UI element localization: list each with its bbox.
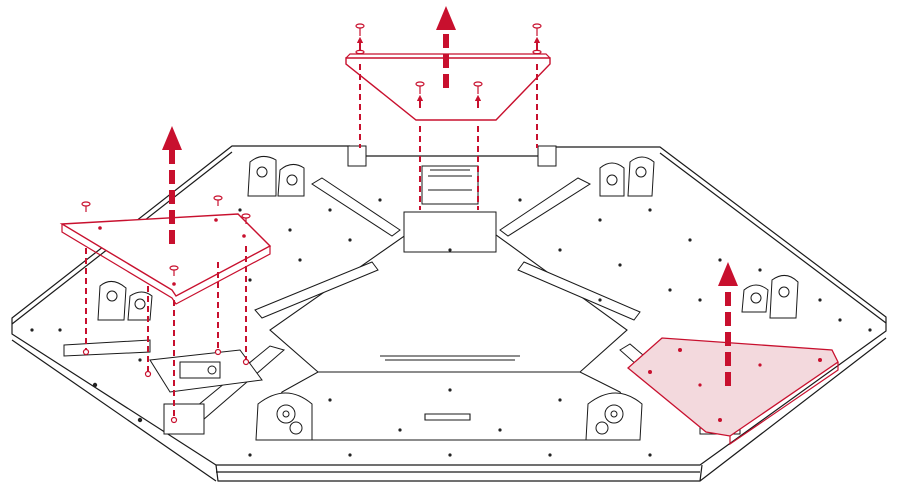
top-center-window (421, 165, 479, 205)
block-left-connector (347, 145, 367, 167)
left-guide-lines (85, 246, 247, 420)
lift-arrow-top (436, 6, 456, 88)
top-center-block (403, 211, 497, 253)
lift-arrow-right (718, 262, 738, 386)
lift-arrows (162, 6, 738, 386)
beam-left-side (254, 261, 379, 319)
inner-opening (269, 231, 637, 441)
left-mechanism (63, 339, 263, 393)
right-plate-in-place (626, 337, 839, 446)
top-center-window-detail (428, 169, 472, 191)
lug-bottom-right (585, 392, 643, 441)
lug-right (741, 275, 799, 319)
left-plate-lifted (59, 195, 272, 424)
mounting-lugs (97, 156, 799, 441)
beam-right-upper (499, 177, 592, 237)
beam-left-upper (311, 177, 401, 237)
lift-arrow-left (162, 126, 182, 244)
block-right-connector (537, 145, 557, 167)
inner-bottom-plate (269, 371, 637, 441)
top-plate-lifted (345, 23, 551, 210)
lug-top-right (599, 156, 655, 197)
lug-left (97, 281, 153, 321)
frame-bottom-rim (11, 337, 887, 482)
inner-rail (380, 355, 520, 421)
beam-right-side (517, 261, 641, 321)
junction-blocks (163, 145, 741, 435)
block-lower-left (163, 403, 205, 435)
lug-top-left (247, 156, 305, 197)
left-plate-screws (81, 195, 251, 276)
top-plate-screws (355, 23, 542, 94)
top-guide-lines (359, 64, 538, 210)
lug-bottom-left (255, 392, 313, 441)
